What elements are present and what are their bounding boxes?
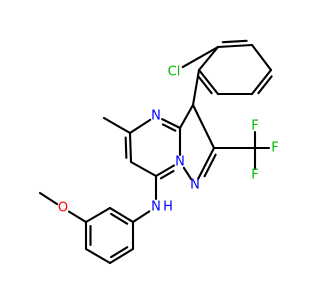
bond-C3-A1: [191, 68, 201, 107]
bond-B1-B2-second: [110, 212, 129, 225]
bond-C6-C7: [129, 160, 158, 178]
bond-C5-C6: [128, 131, 133, 164]
bond-A1-A2: [197, 45, 220, 72]
atom-label-cl: Cl: [168, 65, 181, 80]
bond-A4-A5-second: [257, 75, 273, 95]
bond-NH-B1: [131, 210, 151, 224]
atom-label-h: H: [163, 200, 173, 215]
bond-N1-C2-second: [203, 153, 217, 178]
bond-N1-C2: [197, 146, 216, 180]
bond-O-OMe: [38, 191, 59, 206]
bond-N4-C5: [128, 118, 152, 135]
bond-A3-A4: [250, 43, 273, 72]
atom-label-f1: F: [251, 119, 258, 134]
bond-A6-A1: [197, 68, 220, 96]
bond-B5-B6: [108, 247, 135, 265]
atom-label-n4: N: [151, 109, 161, 124]
bond-C7-N7a-second: [159, 169, 175, 180]
bond-C5-C6-second: [124, 136, 128, 159]
bond-B3-O: [67, 210, 88, 224]
bond-C3a-N4-second: [161, 123, 177, 132]
bond-C3-C3a: [178, 103, 195, 130]
bond-N7a-N1: [182, 166, 193, 181]
bond-B5-B6-second: [110, 246, 129, 259]
atom-label-f3: F: [251, 168, 258, 183]
atom-label-nh: N: [151, 200, 161, 215]
bond-A2-Cl: [181, 45, 220, 69]
bond-B1-B2: [108, 206, 135, 224]
bond-C2-C3: [191, 103, 216, 150]
atom-label-n7a: N: [175, 155, 185, 170]
bonds-layer: [38, 39, 273, 265]
bond-A2-A3-second: [221, 39, 248, 44]
bond-A4-A5: [250, 68, 273, 96]
bond-A6-A1-second: [197, 75, 213, 95]
bond-C7-N7a: [154, 164, 176, 178]
bond-A2-A3: [216, 43, 254, 49]
bond-B4-B5: [84, 247, 112, 265]
bond-B2-B3: [84, 206, 112, 224]
bond-C3a-N4: [161, 118, 182, 130]
atom-label-n1: N: [190, 178, 200, 193]
bond-C5-Me: [102, 116, 132, 135]
atom-label-o: O: [58, 201, 68, 216]
atom-label-f2: F: [271, 141, 278, 156]
